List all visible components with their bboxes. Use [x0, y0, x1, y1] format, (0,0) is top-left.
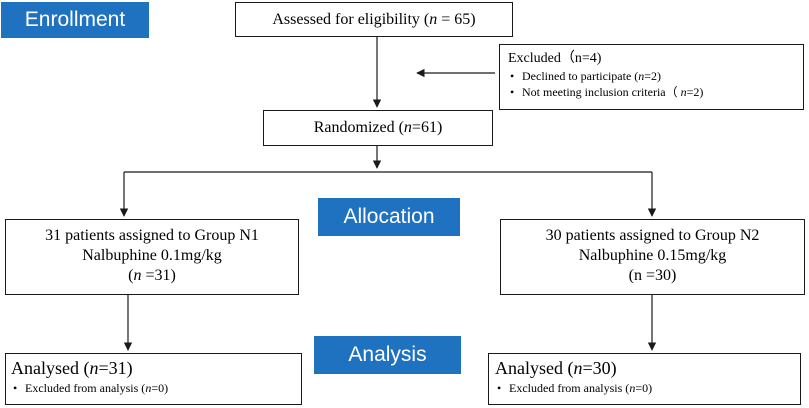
group-n2-box: 30 patients assigned to Group N2 Nalbuph…: [500, 219, 805, 295]
analysed-n1-box: Analysed (n=31) Excluded from analysis (…: [5, 353, 302, 405]
group-n1-line3: (n =31): [128, 267, 176, 284]
analysed-n1-excluded: Excluded from analysis (n=0): [11, 380, 301, 396]
analysed-n1-title: Analysed (n=31): [11, 358, 133, 378]
assessed-text: Assessed for eligibility (n = 65): [272, 11, 476, 28]
enrollment-label: Enrollment: [1, 2, 149, 38]
randomized-text: Randomized (n=61): [313, 119, 443, 136]
group-n2-line2: Nalbuphine 0.15mg/kg: [578, 247, 727, 264]
allocation-label: Allocation: [318, 198, 460, 236]
group-n2-line3: (n =30): [628, 267, 677, 284]
analysis-label: Analysis: [314, 336, 461, 374]
group-n1-box: 31 patients assigned to Group N1 Nalbuph…: [5, 219, 299, 295]
analysed-n2-box: Analysed (n=30) Excluded from analysis (…: [488, 353, 801, 405]
assessed-box: Assessed for eligibility (n = 65): [235, 2, 513, 37]
group-n1-line2: Nalbuphine 0.1mg/kg: [82, 247, 222, 264]
excluded-item-declined: Declined to participate (n=2): [508, 68, 803, 84]
excluded-box: Excluded（n=4) Declined to participate (n…: [499, 44, 804, 110]
analysed-n2-title: Analysed (n=30): [495, 358, 617, 378]
group-n2-line1: 30 patients assigned to Group N2: [545, 227, 760, 244]
randomized-box: Randomized (n=61): [263, 110, 493, 146]
excluded-item-not-meeting: Not meeting inclusion criteria（ n=2): [508, 84, 803, 100]
analysed-n2-excluded: Excluded from analysis (n=0): [495, 380, 800, 396]
group-n1-line1: 31 patients assigned to Group N1: [45, 227, 259, 244]
excluded-title: Excluded（n=4): [508, 51, 602, 66]
